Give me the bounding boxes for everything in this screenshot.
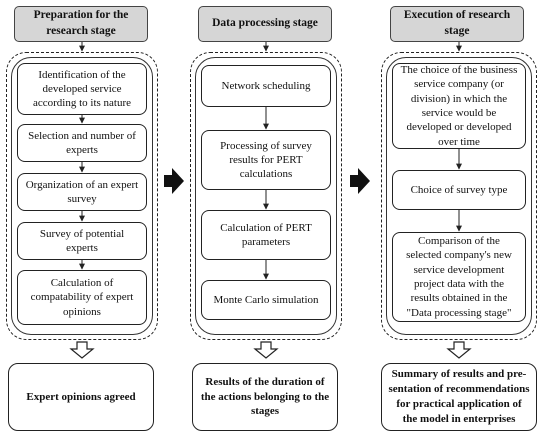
header-data-processing: Data processing stage: [198, 6, 332, 42]
group-preparation: [6, 52, 158, 340]
hollow-arrow-c2: [253, 341, 279, 359]
group-data-processing-inner: [195, 57, 337, 335]
step-comparison: Comparison of the selected company's new…: [392, 232, 526, 322]
step-selection-experts: Selection and number of experts: [17, 124, 147, 162]
black-arrow-2-3: [350, 168, 370, 194]
group-data-processing: [190, 52, 342, 340]
step-identification: Identification of the developed service …: [17, 63, 147, 115]
step-compatability: Calculation of compatability of expert o…: [17, 270, 147, 325]
hollow-arrow-c1: [69, 341, 95, 359]
group-preparation-inner: [11, 57, 153, 335]
step-choice-survey-type: Choice of survey type: [392, 170, 526, 210]
result-expert-opinions: Expert opinions agreed: [8, 363, 154, 431]
step-survey-experts: Survey of potential experts: [17, 222, 147, 260]
header-preparation: Preparation for the research stage: [14, 6, 148, 42]
step-organization-survey: Organization of an expert survey: [17, 173, 147, 211]
group-execution: [381, 52, 537, 340]
result-summary: Summary of results and pre-sentation of …: [381, 363, 537, 431]
step-monte-carlo: Monte Carlo simulation: [201, 280, 331, 320]
step-processing-survey: Processing of survey results for PERT ca…: [201, 130, 331, 190]
group-execution-inner: [386, 57, 532, 335]
header-execution: Execution of research stage: [390, 6, 524, 42]
step-choice-company: The choice of the business service compa…: [392, 63, 526, 149]
step-pert-parameters: Calculation of PERT parameters: [201, 210, 331, 260]
step-network-scheduling: Network scheduling: [201, 65, 331, 107]
result-duration: Results of the duration of the actions b…: [192, 363, 338, 431]
hollow-arrow-c3: [446, 341, 472, 359]
black-arrow-1-2: [164, 168, 184, 194]
